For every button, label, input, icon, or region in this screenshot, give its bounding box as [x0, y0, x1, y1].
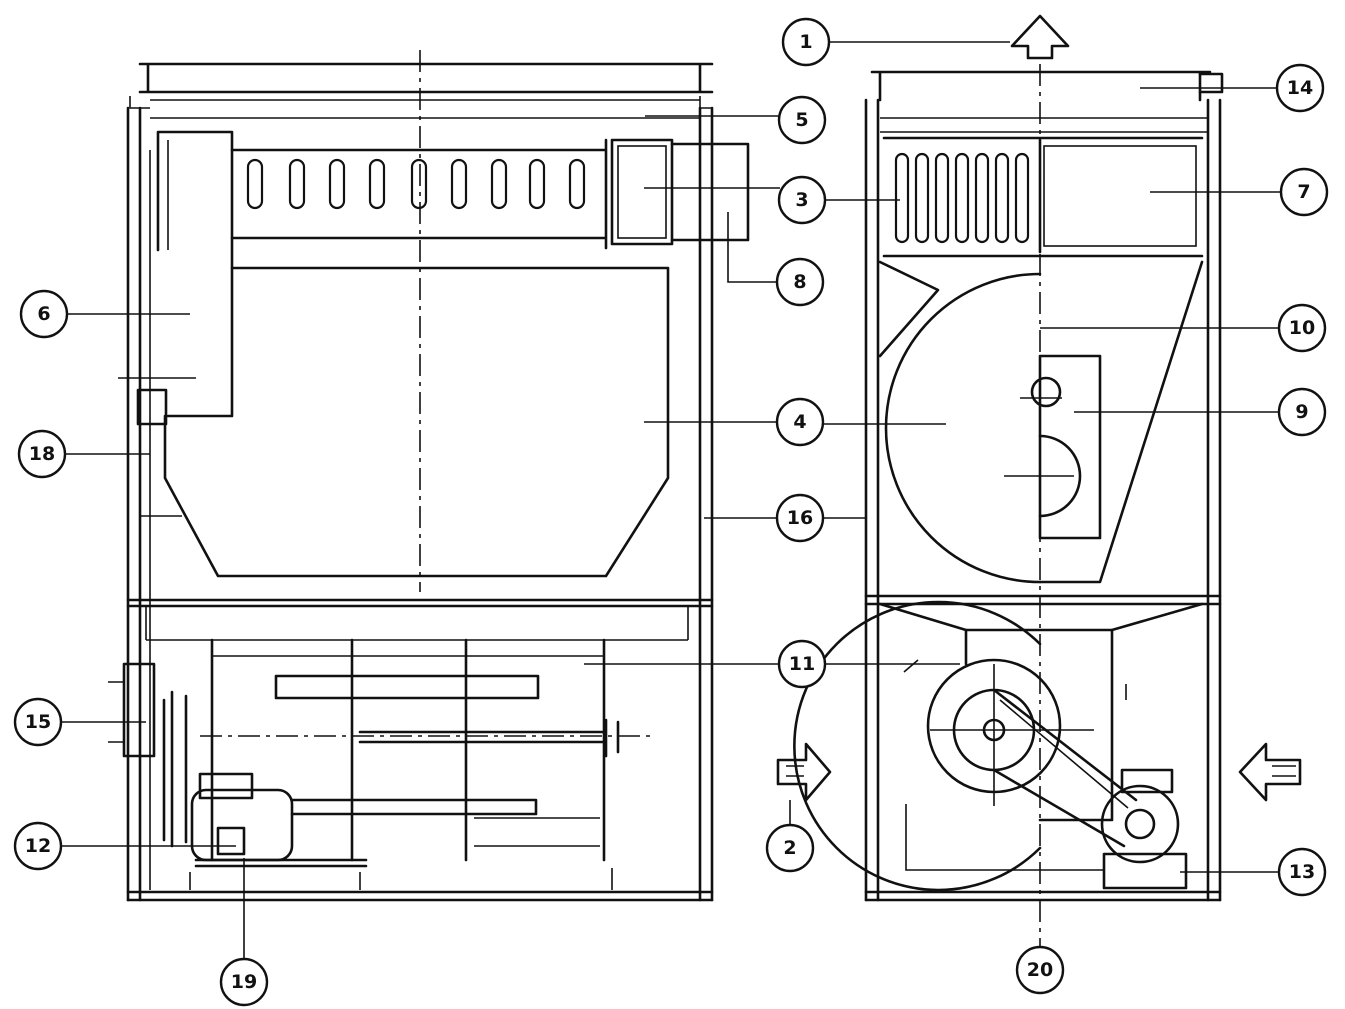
callout-14: 14 — [1275, 63, 1325, 113]
callout-15: 15 — [13, 697, 63, 747]
callout-8: 8 — [775, 257, 825, 307]
callout-7-label: 7 — [1297, 181, 1310, 203]
callout-15-label: 15 — [25, 711, 51, 733]
callout-3: 3 — [777, 175, 827, 225]
inlet-arrow-right — [1238, 742, 1302, 802]
right-view — [793, 14, 1224, 946]
callout-9-label: 9 — [1295, 401, 1308, 423]
callout-20-label: 20 — [1027, 959, 1053, 981]
callout-4: 4 — [775, 397, 825, 447]
callout-19-label: 19 — [231, 971, 257, 993]
inlet-arrow-left — [776, 742, 832, 802]
callout-9: 9 — [1277, 387, 1327, 437]
slot-row-right — [894, 152, 1030, 244]
callout-5-label: 5 — [795, 109, 808, 131]
callout-1: 1 — [781, 17, 831, 67]
callout-13-label: 13 — [1289, 861, 1315, 883]
callout-12: 12 — [13, 821, 63, 871]
callout-5: 5 — [777, 95, 827, 145]
leader-lines — [60, 41, 1282, 960]
callout-14-label: 14 — [1287, 77, 1313, 99]
slot-row-left — [246, 158, 586, 210]
callout-18-label: 18 — [29, 443, 55, 465]
callout-4-label: 4 — [793, 411, 806, 433]
callout-20: 20 — [1015, 945, 1065, 995]
callout-13: 13 — [1277, 847, 1327, 897]
callout-3-label: 3 — [795, 189, 808, 211]
callout-10: 10 — [1277, 303, 1327, 353]
callout-2-label: 2 — [783, 837, 796, 859]
left-view — [108, 50, 750, 902]
callout-1-label: 1 — [799, 31, 812, 53]
callout-11-label: 11 — [789, 653, 815, 675]
callout-10-label: 10 — [1289, 317, 1315, 339]
callout-6-label: 6 — [37, 303, 50, 325]
callout-8-label: 8 — [793, 271, 806, 293]
callout-12-label: 12 — [25, 835, 51, 857]
callout-11: 11 — [777, 639, 827, 689]
callout-6: 6 — [19, 289, 69, 339]
callout-16: 16 — [775, 493, 825, 543]
callout-19: 19 — [219, 957, 269, 1007]
callout-2: 2 — [765, 823, 815, 873]
callout-16-label: 16 — [787, 507, 813, 529]
callout-7: 7 — [1279, 167, 1329, 217]
callout-18: 18 — [17, 429, 67, 479]
